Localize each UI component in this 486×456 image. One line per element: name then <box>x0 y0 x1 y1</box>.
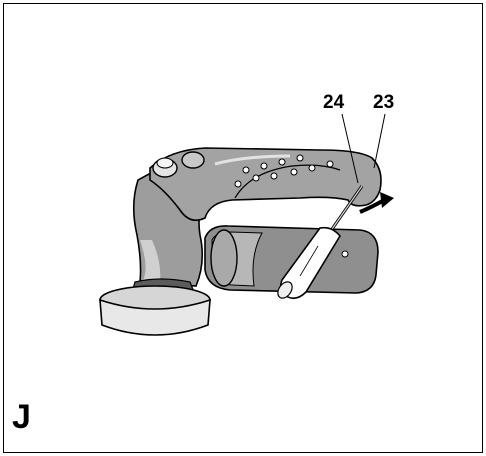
screwdriver <box>277 185 364 300</box>
callout-23: 23 <box>373 92 395 113</box>
handle <box>149 147 382 221</box>
curved-arrow-icon <box>359 192 394 214</box>
panel-letter: J <box>12 398 31 436</box>
sanding-pad <box>99 278 211 336</box>
callout-24: 24 <box>323 92 345 113</box>
switch-button <box>152 151 205 178</box>
leader-lines <box>341 113 386 184</box>
